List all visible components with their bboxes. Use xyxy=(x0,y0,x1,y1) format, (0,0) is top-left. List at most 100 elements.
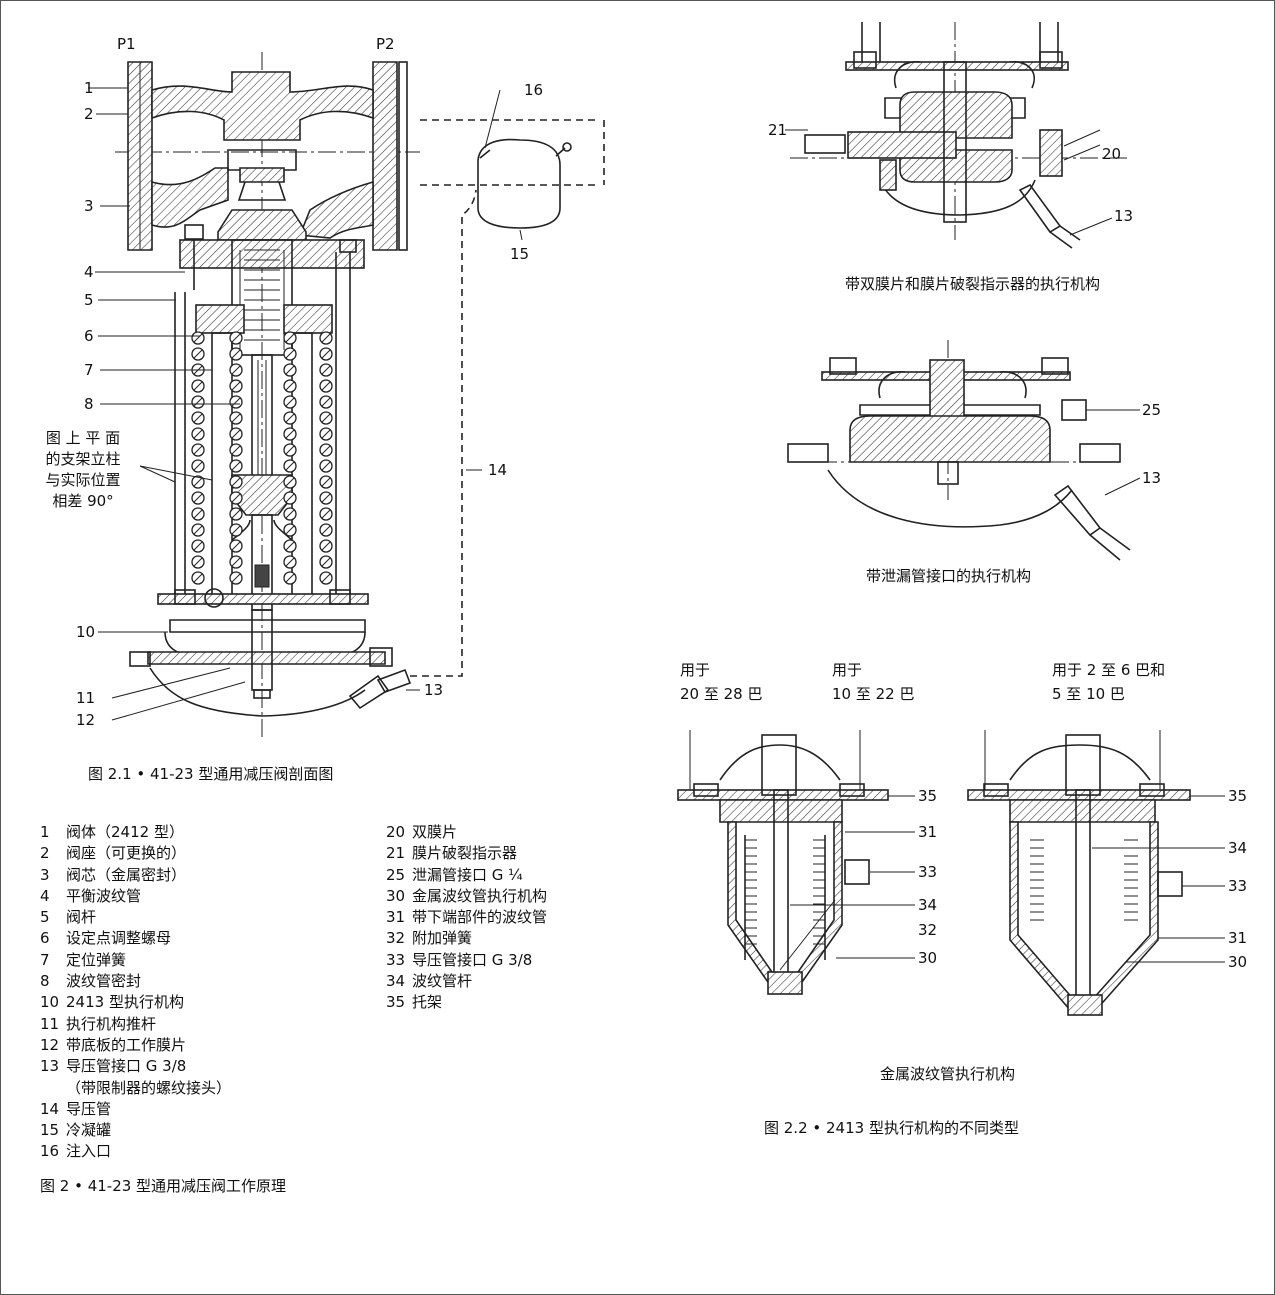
spring-coil-hatch xyxy=(321,573,331,583)
legend-text: 阀杆 xyxy=(66,908,97,927)
spring-coil-hatch xyxy=(231,541,241,551)
spring-coil-hatch xyxy=(285,493,295,503)
legend-text: 导压管接口 G 3/8 xyxy=(412,950,533,969)
legend-number: 14 xyxy=(40,1099,60,1118)
label-4: 4 xyxy=(84,263,94,281)
spring-coil-hatch xyxy=(285,349,295,359)
spring-coil-hatch xyxy=(285,525,295,535)
legend-text: 阀体（2412 型） xyxy=(66,823,184,841)
spring-coil-hatch xyxy=(193,349,203,359)
spring-coil-hatch xyxy=(231,365,241,375)
spring-coil-hatch xyxy=(321,477,331,487)
range-3-line2: 5 至 10 巴 xyxy=(1052,685,1125,703)
spring-coil-hatch xyxy=(231,397,241,407)
spring-coil-hatch xyxy=(321,525,331,535)
caption-double-diaphragm: 带双膜片和膜片破裂指示器的执行机构 xyxy=(845,275,1101,293)
label-14: 14 xyxy=(488,461,508,479)
legend-text: 定位弹簧 xyxy=(66,950,127,969)
legend-text: 带底板的工作膜片 xyxy=(66,1035,187,1054)
legend-text: 冷凝罐 xyxy=(66,1121,112,1140)
label-2: 2 xyxy=(84,105,94,123)
label-30-b: 30 xyxy=(1228,953,1248,971)
spring-coil-hatch xyxy=(285,541,295,551)
spring-coil-hatch xyxy=(321,413,331,423)
range-3-line1: 用于 2 至 6 巴和 xyxy=(1052,661,1166,679)
spring-coil-hatch xyxy=(231,413,241,423)
spring-coil-hatch xyxy=(231,429,241,439)
legend-number: 32 xyxy=(386,929,406,948)
legend-text: 带下端部件的波纹管 xyxy=(412,908,548,927)
legend-number: 4 xyxy=(40,886,50,905)
label-11: 11 xyxy=(76,689,96,707)
spring-coil-hatch xyxy=(321,429,331,439)
label-p2: P2 xyxy=(376,35,395,53)
label-35-a: 35 xyxy=(918,787,938,805)
legend-number: 6 xyxy=(40,929,50,948)
spring-coil-hatch xyxy=(321,509,331,519)
metal-bellows-drawing-right xyxy=(967,730,1225,1016)
spring-coil-hatch xyxy=(285,429,295,439)
legend-number: 3 xyxy=(40,865,50,884)
caption-metal-bellows: 金属波纹管执行机构 xyxy=(880,1065,1016,1083)
spring-coil-hatch xyxy=(285,445,295,455)
legend-number: 10 xyxy=(40,993,60,1012)
legend-text: 金属波纹管执行机构 xyxy=(412,886,548,905)
legend-item: 20 双膜片 xyxy=(386,822,547,843)
legend-text: 阀座（可更换的） xyxy=(66,844,187,863)
range-1-line2: 20 至 28 巴 xyxy=(680,685,763,703)
label-13-a: 13 xyxy=(1114,207,1134,225)
range-2-line2: 10 至 22 巴 xyxy=(832,685,915,703)
spring-coil-hatch xyxy=(321,397,331,407)
valve-section-drawing xyxy=(88,52,605,740)
label-16: 16 xyxy=(524,81,544,99)
column-orientation-note: 图 上 平 面 的支架立柱 与实际位置 相差 90° xyxy=(45,429,121,510)
legend-text: 波纹管杆 xyxy=(412,972,473,991)
label-34-a: 34 xyxy=(918,896,938,914)
legend-text: 执行机构推杆 xyxy=(66,1014,157,1033)
label-13-b: 13 xyxy=(1142,469,1162,487)
spring-coil-hatch xyxy=(193,557,203,567)
double-diaphragm-drawing xyxy=(785,22,1130,249)
label-20: 20 xyxy=(1102,145,1122,163)
label-35-b: 35 xyxy=(1228,787,1248,805)
spring-coil-hatch xyxy=(231,509,241,519)
spring-coil-hatch xyxy=(321,381,331,391)
legend-text: 注入口 xyxy=(66,1142,112,1161)
spring-coil-hatch xyxy=(231,493,241,503)
range-1-line1: 用于 xyxy=(680,661,711,679)
caption-fig-2-2: 图 2.2 • 2413 型执行机构的不同类型 xyxy=(764,1119,1019,1137)
spring-coil-hatch xyxy=(193,509,203,519)
spring-coil-hatch xyxy=(285,365,295,375)
label-p1: P1 xyxy=(117,35,136,53)
legend-number: 35 xyxy=(386,993,406,1012)
legend-text: 导压管接口 G 3/8 xyxy=(66,1057,187,1076)
legend-number: 20 xyxy=(386,823,406,841)
legend-number: 34 xyxy=(386,972,406,991)
legend-text: 泄漏管接口 G ¼ xyxy=(412,865,523,884)
label-25: 25 xyxy=(1142,401,1162,419)
spring-coil-hatch xyxy=(231,557,241,567)
legend-text: 平衡波纹管 xyxy=(66,886,142,905)
leak-line-actuator-drawing xyxy=(787,340,1141,561)
caption-fig-2-1: 图 2.1 • 41-23 型通用减压阀剖面图 xyxy=(88,765,334,783)
spring-coil-hatch xyxy=(321,445,331,455)
label-10: 10 xyxy=(76,623,96,641)
spring-coil-hatch xyxy=(193,381,203,391)
spring-coil-hatch xyxy=(193,493,203,503)
legend-text: 设定点调整螺母 xyxy=(66,929,172,948)
legend-text: 双膜片 xyxy=(412,823,458,841)
spring-coil-hatch xyxy=(231,525,241,535)
